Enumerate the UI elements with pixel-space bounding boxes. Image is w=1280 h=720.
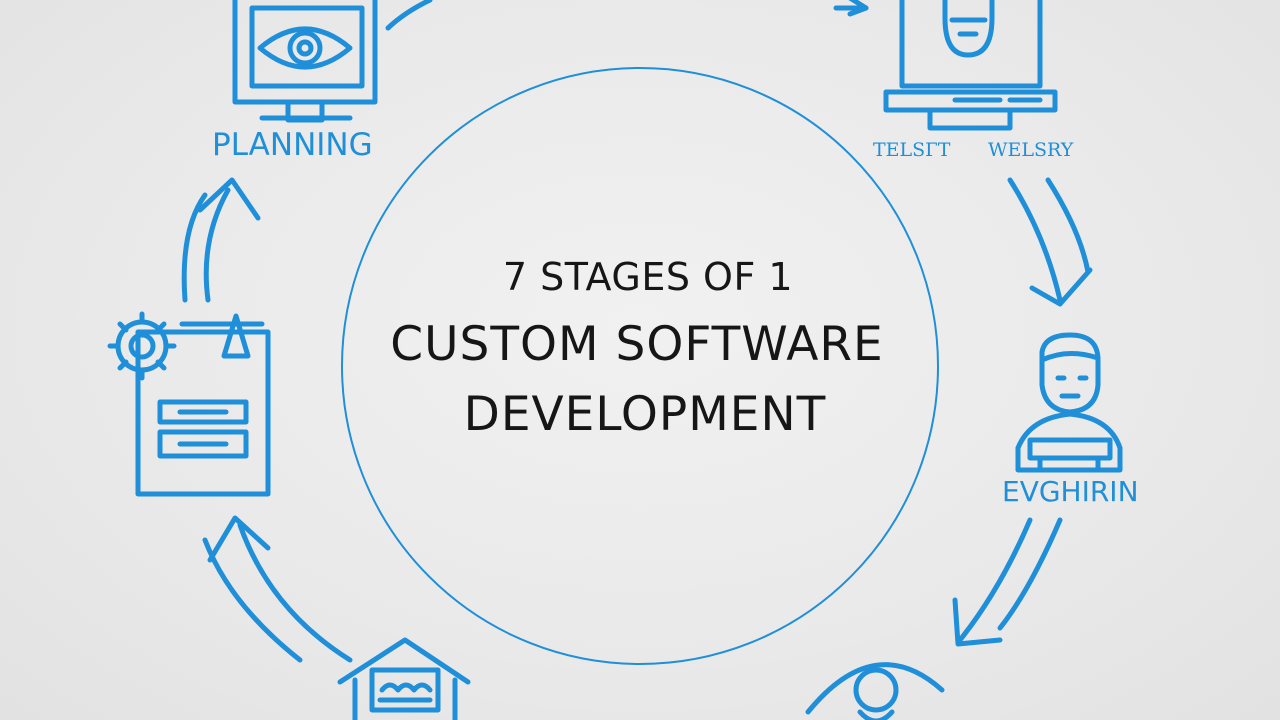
stage-label-right: EVGHIRIN (1002, 475, 1139, 508)
person-at-desk-icon (1015, 332, 1123, 473)
title-line-2: CUSTOM SOFTWARE (390, 317, 884, 372)
stage-label-top-right-right: WELSRY (988, 139, 1074, 161)
center-circle (341, 67, 939, 665)
stage-label-planning: PLANNING (212, 127, 373, 163)
arrow-right-upper (1007, 177, 1093, 307)
arrow-top-middle (833, 0, 869, 17)
stage-label-top-right-left: TELSГT (873, 139, 951, 161)
house-icon (337, 637, 471, 720)
eye-icon (805, 662, 945, 720)
gear-document-icon (107, 311, 271, 497)
arrow-top-left (385, 0, 433, 31)
laptop-robot-icon (883, 0, 1058, 131)
arrow-left-upper (181, 177, 261, 303)
arrow-right-lower (952, 517, 1063, 647)
title-line-1: 7 STAGES OF 1 (502, 255, 794, 299)
arrow-left-lower (202, 515, 353, 663)
monitor-eye-icon (232, 0, 378, 123)
title-line-3: DEVELOPMENT (463, 387, 827, 442)
